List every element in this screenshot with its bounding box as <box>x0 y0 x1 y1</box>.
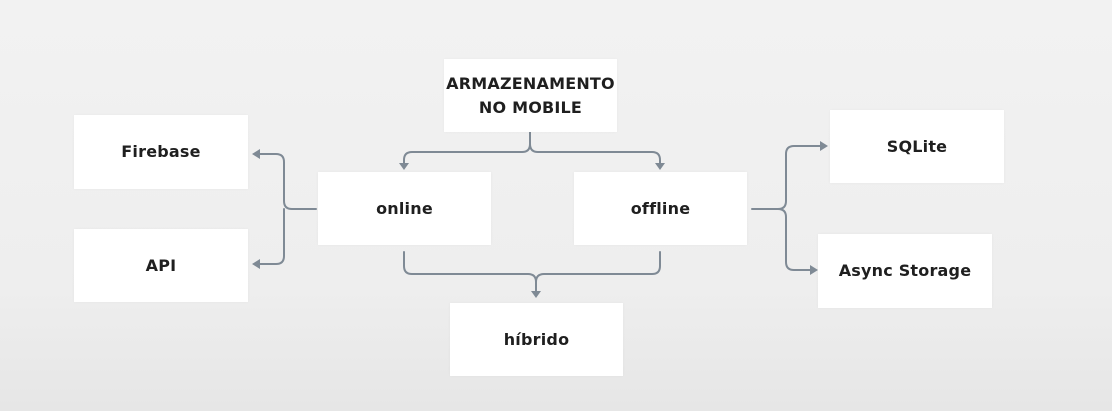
root-title-line1: ARMAZENAMENTO <box>446 73 615 93</box>
arrow-to-api <box>252 259 260 269</box>
arrow-to-async-storage <box>810 265 818 275</box>
async-storage-node-box: Async Storage <box>818 234 992 308</box>
async-storage-label: Async Storage <box>838 261 972 280</box>
sqlite-label: SQLite <box>886 136 948 156</box>
firebase-label: Firebase <box>121 142 201 161</box>
hibrido-node-box: híbrido <box>450 303 623 376</box>
online-node-box: online <box>318 172 491 245</box>
connector-root-split <box>403 131 661 165</box>
arrow-to-firebase <box>252 149 260 159</box>
offline-label: offline <box>630 198 691 218</box>
connector-offline-split <box>751 145 821 271</box>
arrow-to-sqlite <box>820 141 828 151</box>
online-label: online <box>376 198 433 218</box>
hibrido-label: híbrido <box>503 329 570 349</box>
arrow-to-hibrido <box>531 291 541 298</box>
root-node-box: ARMAZENAMENTO NO MOBILE <box>444 59 617 132</box>
firebase-node-box: Firebase <box>74 115 248 189</box>
connector-online-split <box>258 153 317 265</box>
api-label: API <box>145 255 177 275</box>
arrow-to-offline <box>655 163 665 170</box>
api-node-box: API <box>74 229 248 302</box>
arrow-to-online <box>399 163 409 170</box>
root-title-line2: NO MOBILE <box>478 97 583 117</box>
sqlite-node-box: SQLite <box>830 110 1004 183</box>
offline-node-box: offline <box>574 172 747 245</box>
connector-hybrid-merge <box>403 251 661 293</box>
